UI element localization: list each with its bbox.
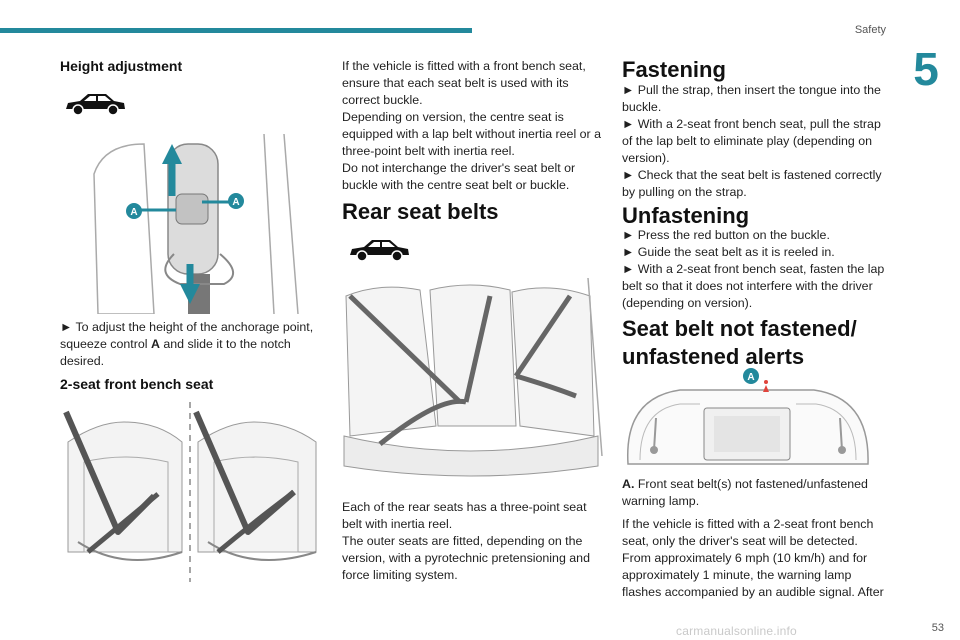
seatbelt-warning-icon <box>763 380 769 392</box>
page-number: 53 <box>931 622 944 634</box>
bench-seat-heading: 2-seat front bench seat <box>60 376 214 392</box>
unfastening-step: ► Press the red button on the buckle. <box>622 228 830 242</box>
section-title: Safety <box>854 24 886 36</box>
fastening-step: ► Check that the seat belt is fastened c… <box>622 168 882 199</box>
height-adjustment-instruction: ► To adjust the height of the anchorage … <box>60 320 314 368</box>
unfastening-steps: ► Press the red button on the buckle. ► … <box>622 227 888 312</box>
dash-label-a: A <box>747 372 754 383</box>
step-arrow: ► <box>622 245 635 259</box>
step-arrow: ► <box>622 168 635 182</box>
rear-seat-belts-heading: Rear seat belts <box>342 199 499 224</box>
fastening-steps: ► Pull the strap, then insert the tongue… <box>622 82 888 201</box>
fastening-step: ► With a 2-seat front bench seat, pull t… <box>622 117 881 165</box>
unfastening-step: ► Guide the seat belt as it is reeled in… <box>622 245 835 259</box>
chapter-number: 5 <box>913 43 939 95</box>
height-adjustment-figure: A A <box>84 134 324 314</box>
rear-seat-figure <box>340 276 604 486</box>
bench-seat-figure <box>58 402 322 582</box>
figure-label-a-right: A <box>232 197 239 208</box>
height-adjustment-heading: Height adjustment <box>60 58 183 74</box>
sedan-icon-rear <box>346 236 412 264</box>
fastening-heading: Fastening <box>622 57 726 82</box>
header-accent-bar <box>0 28 472 33</box>
warning-caption: A. Front seat belt(s) not fastened/unfas… <box>622 477 868 508</box>
rear-seat-text: Each of the rear seats has a three-point… <box>342 500 590 582</box>
step-arrow: ► <box>622 228 635 242</box>
unfastening-step: ► With a 2-seat front bench seat, fasten… <box>622 262 885 310</box>
front-bench-text: If the vehicle is fitted with a front be… <box>342 59 601 192</box>
fastening-step: ► Pull the strap, then insert the tongue… <box>622 83 881 114</box>
figure-label-a-left: A <box>130 207 137 218</box>
watermark: carmanualsonline.info <box>676 624 797 638</box>
sedan-icon <box>62 90 128 118</box>
step-arrow: ► <box>622 83 635 97</box>
alert-paragraph: If the vehicle is fitted with a 2-seat f… <box>622 517 884 599</box>
step-arrow: ► <box>60 320 73 334</box>
control-a-bold: A <box>150 337 160 351</box>
unfastening-heading: Unfastening <box>622 203 750 228</box>
instrument-panel-figure: A <box>620 368 874 472</box>
step-arrow: ► <box>622 117 635 131</box>
alerts-heading: Seat belt not fastened/ unfastened alert… <box>622 316 857 369</box>
step-arrow: ► <box>622 262 635 276</box>
